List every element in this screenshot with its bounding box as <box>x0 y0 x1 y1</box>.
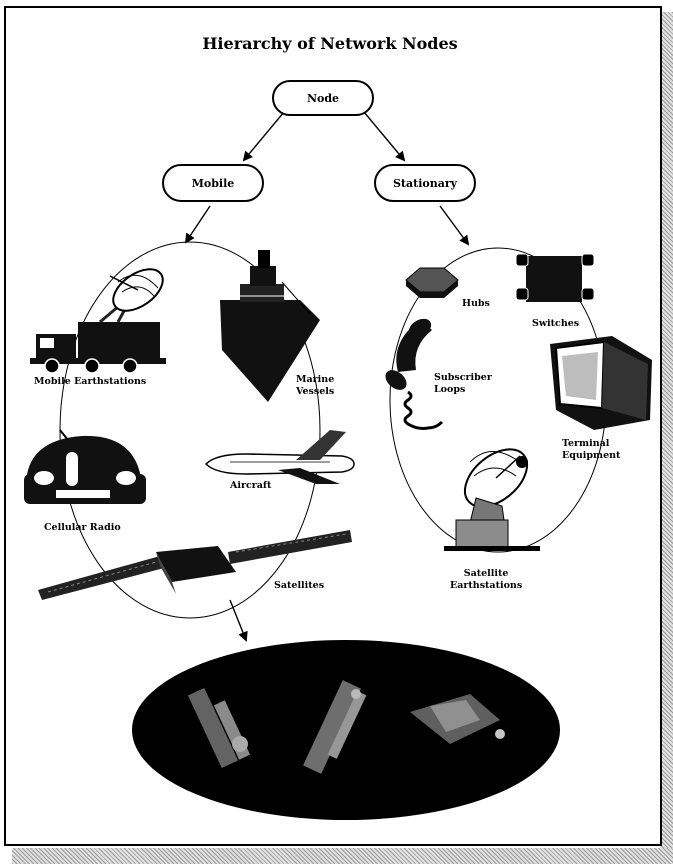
label-marine-vessels: Marine Vessels <box>296 374 334 398</box>
label-switches: Switches <box>532 318 579 330</box>
satellite-dish-icon <box>444 438 540 551</box>
label-satellites: Satellites <box>274 580 324 592</box>
space-imagery <box>132 640 560 820</box>
node-mobile-box[interactable]: Mobile <box>162 164 264 202</box>
aircraft-icon <box>206 430 354 484</box>
label-aircraft: Aircraft <box>230 480 271 492</box>
label-terminal-equipment: Terminal Equipment <box>562 438 620 462</box>
car-icon <box>24 430 146 504</box>
arrow-satellites-to-space <box>230 600 246 640</box>
arrow-node-to-mobile <box>244 112 284 160</box>
switch-icon <box>516 254 594 302</box>
arrow-node-to-stationary <box>364 112 404 160</box>
label-hubs: Hubs <box>462 298 490 310</box>
node-mobile-label: Mobile <box>192 177 235 190</box>
node-stationary-label: Stationary <box>393 177 457 190</box>
node-root-label: Node <box>307 92 339 105</box>
node-root-box[interactable]: Node <box>272 80 374 116</box>
node-stationary-box[interactable]: Stationary <box>374 164 476 202</box>
hub-icon <box>406 268 458 298</box>
label-satellite-earthstations: Satellite Earthstations <box>450 568 522 592</box>
label-subscriber-loops: Subscriber Loops <box>434 372 492 396</box>
label-mobile-earthstations: Mobile Earthstations <box>34 376 146 388</box>
arrow-stationary-to-group <box>440 206 468 244</box>
truck-dish-icon <box>30 261 170 373</box>
label-cellular-radio: Cellular Radio <box>44 522 121 534</box>
terminal-monitor-icon <box>550 336 652 430</box>
arrow-mobile-to-group <box>186 206 210 242</box>
